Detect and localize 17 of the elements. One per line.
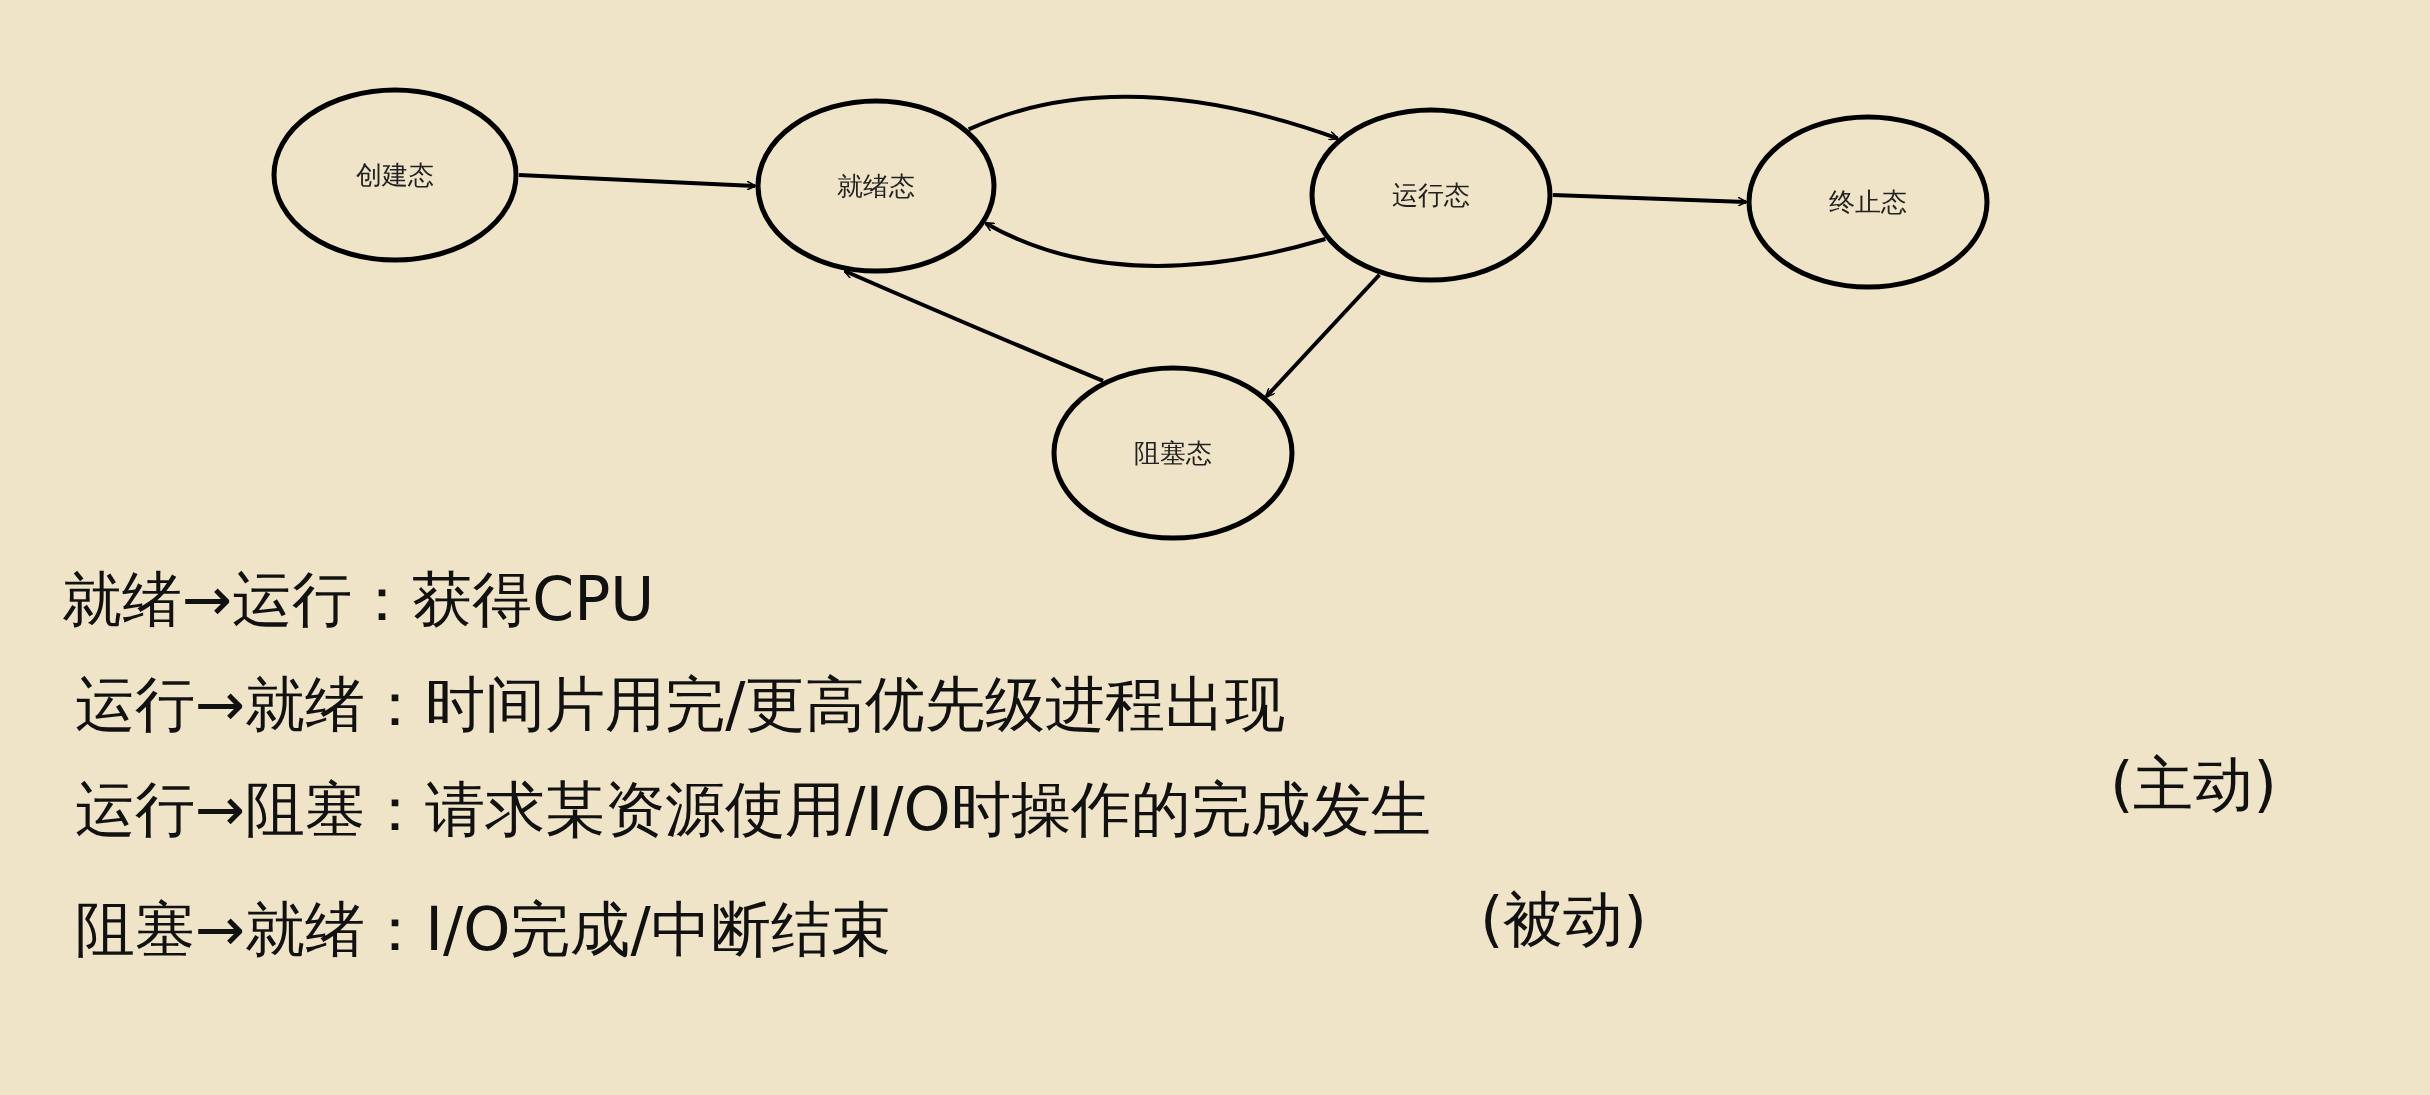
state-label: 阻塞态 [1133,436,1213,470]
note-text: 就绪→运行：获得CPU [62,563,655,636]
arrow [967,95,1339,141]
state-label: 就绪态 [836,169,916,203]
note-text: (被动) [1480,883,1647,956]
arrow [984,221,1326,268]
note-text: 运行→就绪：时间片用完/更高优先级进程出现 [75,668,1286,741]
state-label: 运行态 [1391,178,1471,212]
note-text: (主动) [2110,748,2277,821]
arrow [843,269,1104,383]
arrow [1265,273,1381,398]
arrow [518,173,757,191]
note-text: 阻塞→就绪：I/O完成/中断结束 [75,893,891,966]
state-label: 创建态 [355,158,435,192]
note-text: 运行→阻塞：请求某资源使用/I/O时操作的完成发生 [75,773,1431,846]
arrow [1552,193,1748,207]
state-label: 终止态 [1828,185,1908,219]
